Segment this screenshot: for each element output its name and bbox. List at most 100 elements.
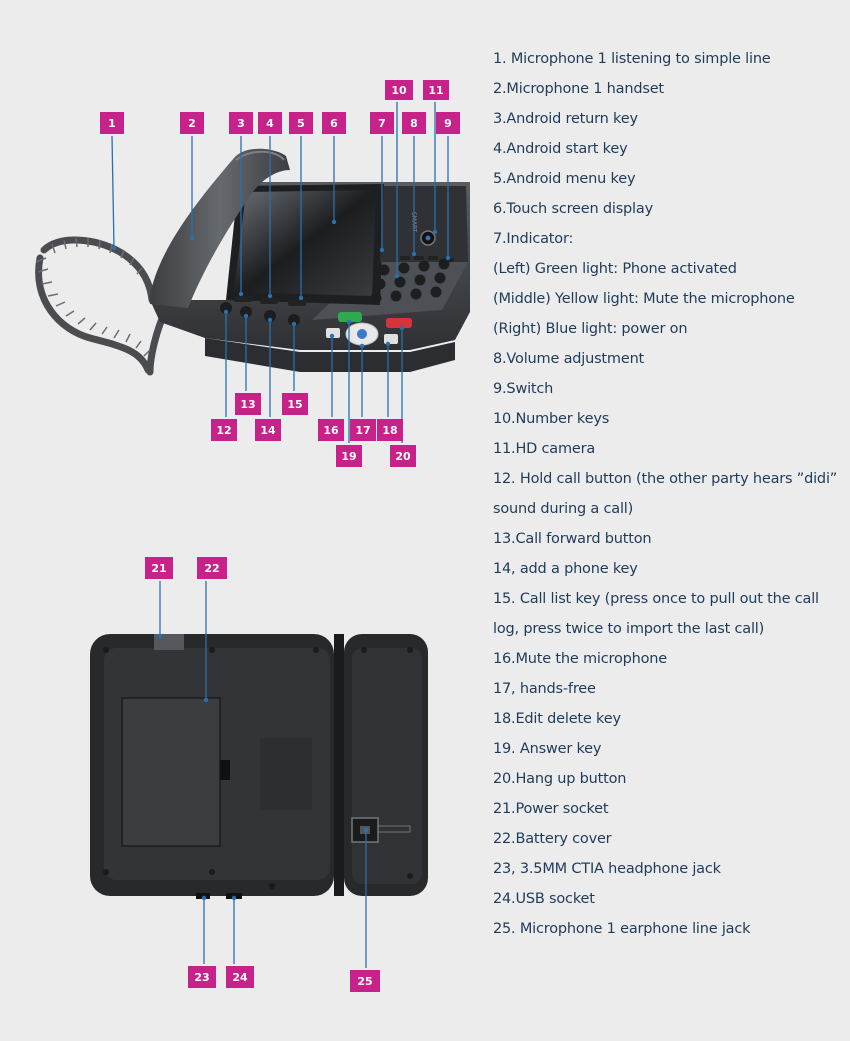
add-phone-key[interactable] [264, 310, 276, 322]
keypad-panel [312, 262, 468, 320]
leader-dot-8 [411, 251, 417, 257]
callout-number: 3 [237, 117, 245, 130]
callout-number: 18 [382, 424, 397, 437]
callout-box-bg [377, 419, 403, 441]
callout-number: 8 [410, 117, 418, 130]
indicator-green-light [400, 256, 410, 260]
handset [150, 148, 290, 308]
hands-free-icon [357, 329, 367, 339]
callout-17: 17 [350, 419, 376, 441]
legend-list: 1. Microphone 1 listening to simple line… [493, 44, 845, 944]
edit-delete-key[interactable] [384, 334, 398, 344]
callout-box-bg [188, 966, 216, 988]
callout-number: 14 [260, 424, 276, 437]
leader-dot-22 [203, 697, 209, 703]
callout-5: 5 [289, 112, 313, 134]
callout-box-bg [145, 557, 173, 579]
legend-line: 20.Hang up button [493, 771, 627, 787]
callout-25: 25 [350, 970, 380, 992]
legend-line: 19. Answer key [493, 741, 602, 757]
leader-dot-7 [379, 247, 385, 253]
legend-line: 6.Touch screen display [493, 201, 653, 217]
legend-line: (Left) Green light: Phone activated [493, 261, 737, 277]
legend-line: 14, add a phone key [493, 561, 638, 577]
callout-box-bg [423, 80, 449, 100]
legend-line: 10.Number keys [493, 411, 610, 427]
leader-dot-4 [267, 293, 273, 299]
rear-screw-holes [103, 647, 413, 889]
callout-2: 2 [180, 112, 204, 134]
answer-key-green[interactable] [338, 312, 362, 322]
top-right-panel [380, 186, 468, 262]
legend-line: 21.Power socket [493, 801, 609, 817]
legend-line: 23, 3.5MM CTIA headphone jack [493, 861, 721, 877]
indicator-lights [400, 256, 454, 262]
legend-line: 5.Android menu key [493, 171, 636, 187]
legend-line: 18.Edit delete key [493, 711, 621, 727]
leader-dot-15 [291, 321, 297, 327]
leader-dot-14 [267, 317, 273, 323]
leader-dot-13 [243, 313, 249, 319]
mute-microphone-key[interactable] [326, 328, 340, 338]
callout-box-bg [180, 112, 204, 134]
leader-dot-25 [363, 827, 369, 833]
callout-number: 19 [341, 450, 356, 463]
battery-cover-latch [220, 760, 230, 780]
callout-box-bg [402, 112, 426, 134]
callout-3: 3 [229, 112, 253, 134]
callout-11: 11 [423, 80, 449, 100]
callout-number: 22 [204, 562, 219, 575]
leader-dot-21 [157, 633, 163, 639]
callout-number: 5 [297, 117, 305, 130]
callout-24: 24 [226, 966, 254, 988]
call-forward-button[interactable] [240, 306, 252, 318]
legend-line: 7.Indicator: [493, 231, 574, 247]
callout-number: 16 [323, 424, 339, 437]
headphone-jack-port [196, 893, 210, 899]
leader-dot-1 [111, 245, 117, 251]
leader-dot-17 [359, 343, 365, 349]
callout-box-bg [390, 445, 416, 467]
legend-line: 8.Volume adjustment [493, 351, 645, 367]
legend-line: 22.Battery cover [493, 831, 612, 847]
callout-box-bg [282, 393, 308, 415]
callout-14: 14 [255, 419, 281, 441]
callout-number: 10 [391, 84, 407, 97]
legend-line: (Right) Blue light: power on [493, 321, 688, 337]
callout-number: 12 [216, 424, 231, 437]
indicator-blue-light [428, 256, 438, 260]
leader-dot-24 [231, 895, 237, 901]
android-return-key[interactable] [234, 296, 252, 302]
android-menu-key[interactable] [288, 300, 306, 306]
callout-box-bg [226, 966, 254, 988]
callout-20: 20 [390, 445, 416, 467]
callout-9: 9 [436, 112, 460, 134]
number-keys[interactable] [370, 258, 450, 304]
hang-up-button[interactable] [386, 318, 412, 328]
earphone-cord-channel [378, 825, 411, 833]
leader-dot-10 [394, 273, 400, 279]
rear-hinge-column [334, 634, 344, 896]
callout-number: 15 [287, 398, 302, 411]
callout-box-bg [318, 419, 344, 441]
callout-number: 6 [330, 117, 338, 130]
legend-line: 16.Mute the microphone [493, 651, 667, 667]
hold-call-button[interactable] [220, 302, 232, 314]
legend-line: 17, hands-free [493, 681, 596, 697]
leader-dot-16 [329, 333, 335, 339]
callout-box-bg [436, 112, 460, 134]
phone-base-front-edge [205, 338, 455, 372]
call-list-key[interactable] [288, 314, 300, 326]
leader-dot-3 [238, 291, 244, 297]
rear-side-panel [352, 648, 422, 884]
legend-line: 15. Call list key (press once to pull ou… [493, 591, 819, 607]
callout-23: 23 [188, 966, 216, 988]
callout-number: 20 [395, 450, 411, 463]
phone-rear-view [90, 634, 428, 899]
callout-box-bg [322, 112, 346, 134]
callout-12: 12 [211, 419, 237, 441]
legend-line: (Middle) Yellow light: Mute the micropho… [493, 291, 795, 307]
android-start-key[interactable] [260, 298, 278, 304]
